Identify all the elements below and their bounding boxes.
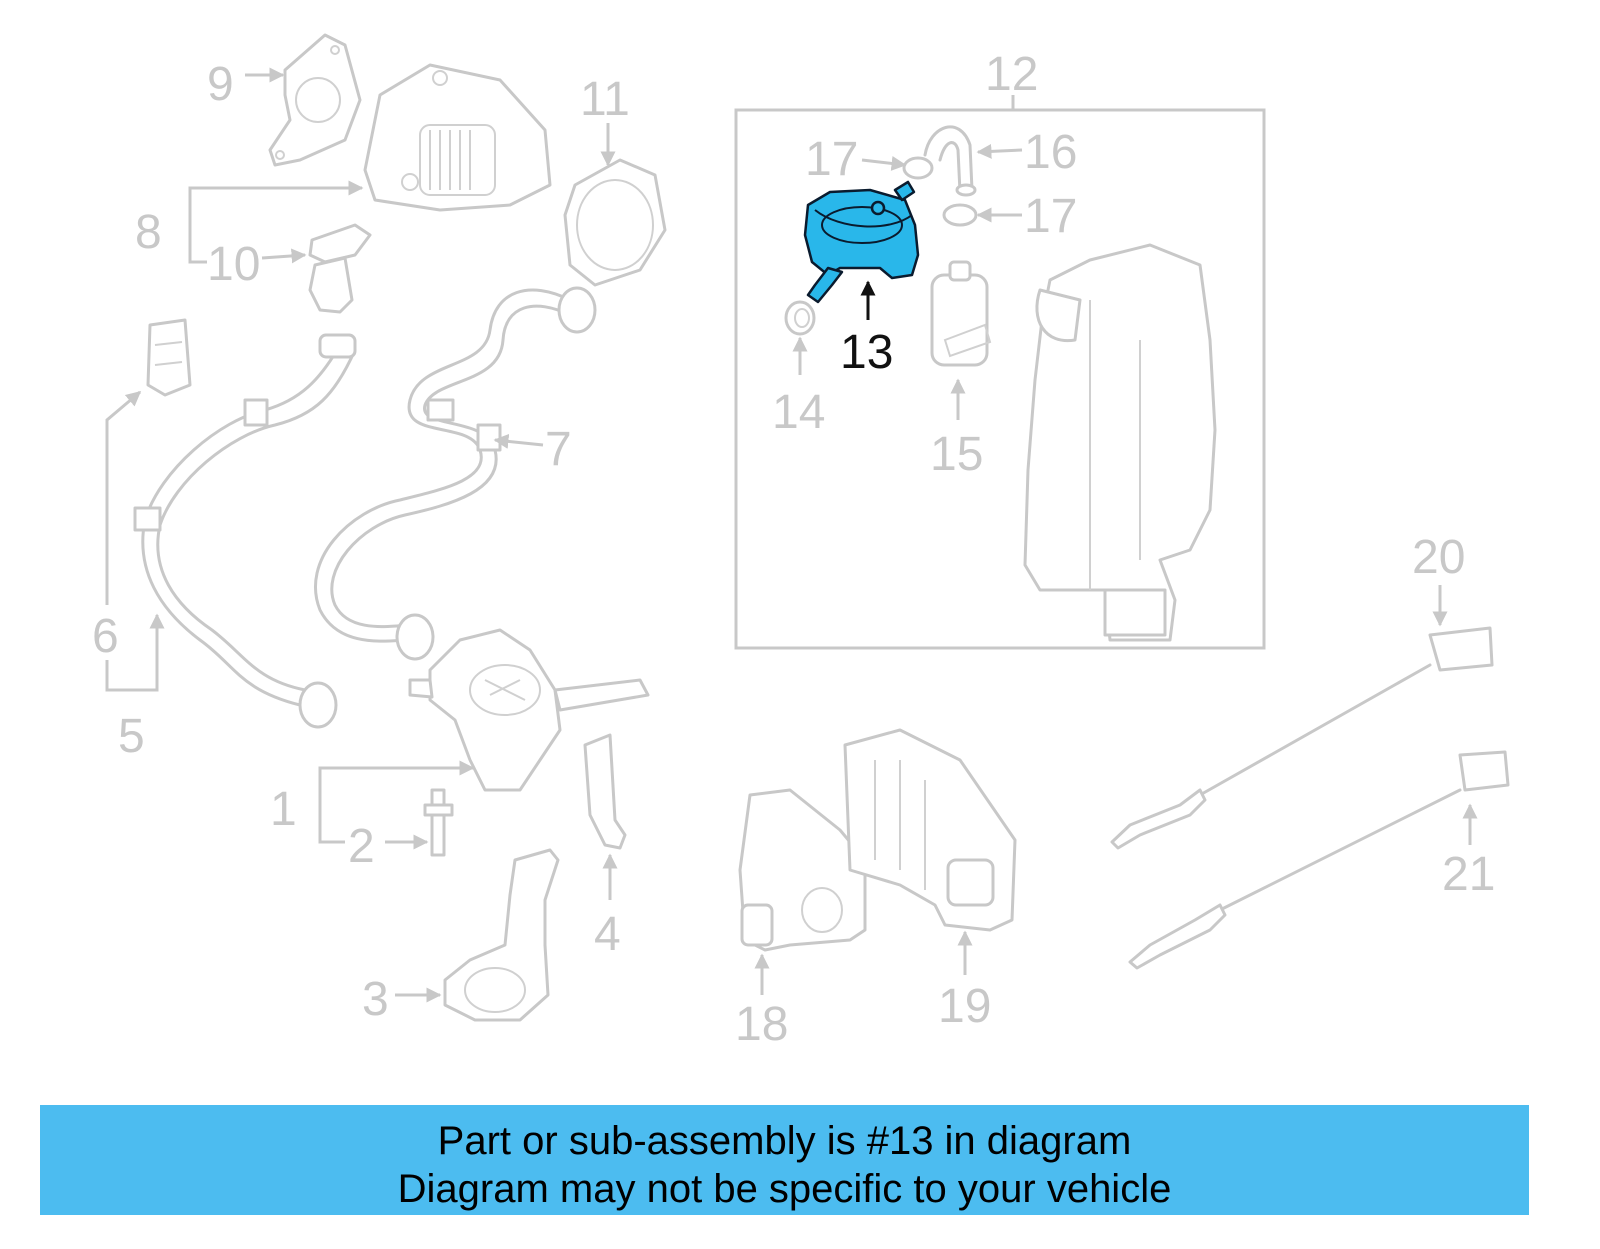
- part-8-egr-valve: [363, 63, 552, 212]
- callout-10: 10: [207, 238, 260, 291]
- callout-19: 19: [938, 980, 991, 1033]
- part-1-air-pump: [408, 628, 650, 792]
- callout-7: 7: [545, 423, 572, 476]
- callout-11: 11: [580, 73, 630, 126]
- callout-4: 4: [594, 908, 621, 961]
- callout-14: 14: [772, 386, 825, 439]
- part-9-gasket: [268, 33, 362, 167]
- box-12-evap-assembly: [734, 108, 1266, 650]
- part-2-bolt: [423, 788, 454, 857]
- callout-3: 3: [362, 973, 389, 1026]
- callout-17b: 17: [1024, 190, 1077, 243]
- banner-line-1: Part or sub-assembly is #13 in diagram: [437, 1119, 1132, 1163]
- part-7-hose: [314, 286, 597, 661]
- part-16-hose: [923, 125, 977, 197]
- callout-20: 20: [1412, 531, 1465, 584]
- part-11-ring: [563, 158, 667, 287]
- callout-18: 18: [735, 998, 788, 1051]
- part-17-clamp-a: [902, 156, 934, 180]
- callout-17a: 17: [805, 133, 858, 186]
- callout-2: 2: [348, 820, 375, 873]
- part-21-oxygen-sensor: [1128, 750, 1510, 970]
- callout-6: 6: [92, 610, 119, 663]
- part-5-hose: [133, 333, 357, 729]
- part-4-clip: [583, 733, 627, 850]
- callout-1: 1: [270, 783, 297, 836]
- leader-lines: [105, 67, 1478, 1003]
- banner-line-2: Diagram may not be specific to your vehi…: [397, 1167, 1172, 1211]
- callout-16: 16: [1024, 126, 1077, 179]
- callout-8: 8: [135, 206, 162, 259]
- callout-13: 13: [840, 326, 893, 379]
- part-14-seal: [784, 300, 816, 336]
- callout-12: 12: [985, 48, 1038, 101]
- part-13-purge-valve: [803, 180, 920, 304]
- part-15-filter: [930, 260, 992, 367]
- part-6-connector: [146, 318, 192, 397]
- callout-5: 5: [118, 710, 145, 763]
- part-18-bracket: [738, 788, 867, 952]
- callout-9: 9: [207, 58, 234, 111]
- info-banner: Part or sub-assembly is #13 in diagram D…: [40, 1105, 1529, 1215]
- part-19-bracket: [843, 728, 1017, 932]
- part-3-bracket: [443, 848, 560, 1022]
- charcoal-canister: [1023, 243, 1217, 642]
- callout-15: 15: [930, 428, 983, 481]
- part-10-sensor: [308, 223, 372, 314]
- part-20-oxygen-sensor: [1110, 626, 1494, 850]
- callout-labels: 9 8 10 11 6 5 7 1 2 3 4 12 17 16 17 13 1…: [92, 48, 1495, 1051]
- callout-21: 21: [1442, 848, 1495, 901]
- part-17-clamp-b: [942, 203, 978, 227]
